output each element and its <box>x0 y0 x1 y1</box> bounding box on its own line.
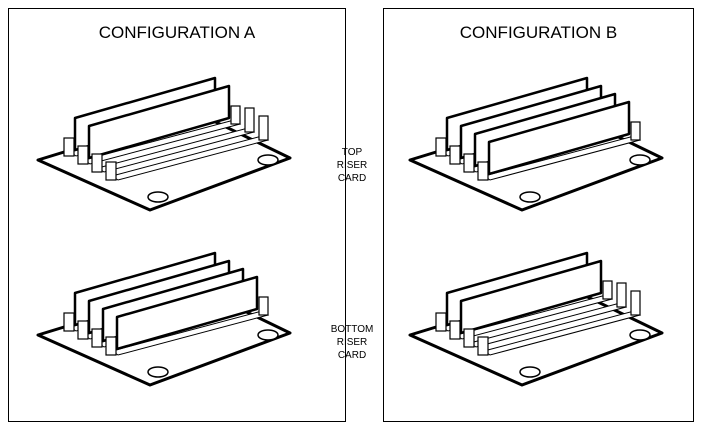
slot-latch <box>616 282 627 308</box>
mounting-hole <box>629 329 651 341</box>
slot-latch <box>63 312 75 332</box>
dimm-module <box>87 84 231 160</box>
config-a-bottom-riser-card <box>36 251 292 387</box>
slot-latch <box>258 115 269 141</box>
dimm-module <box>115 275 259 351</box>
slot-latch <box>435 312 447 332</box>
slot-latch <box>258 296 269 316</box>
slot-latch <box>63 137 75 157</box>
bottom-riser-card-label: BOTTOM RISER CARD <box>317 323 387 362</box>
mounting-hole <box>147 366 169 378</box>
slot-latch <box>477 161 489 181</box>
slot-latch <box>91 328 103 348</box>
label-line: BOTTOM <box>330 324 374 335</box>
configuration-b-panel: CONFIGURATION B <box>383 8 694 422</box>
config-b-bottom-riser-card <box>408 251 664 387</box>
dimm-module <box>487 100 631 176</box>
slot-latch <box>477 336 489 356</box>
top-riser-card-label: TOP RISER CARD <box>317 146 387 185</box>
slot-latch <box>630 290 641 316</box>
slot-latch <box>244 107 255 133</box>
slot-latch <box>105 336 117 356</box>
slot-latch <box>602 280 613 300</box>
slot-latch <box>230 105 241 125</box>
mounting-hole <box>519 366 541 378</box>
label-line: CARD <box>337 173 367 184</box>
mounting-hole <box>519 191 541 203</box>
slot-latch <box>630 121 641 141</box>
slot-latch <box>449 320 461 340</box>
slot-latch <box>105 161 117 181</box>
label-line: TOP <box>341 147 363 158</box>
slot-latch <box>435 137 447 157</box>
mounting-hole <box>257 329 279 341</box>
label-line: RISER <box>336 160 368 171</box>
slot-latch <box>463 153 475 173</box>
slot-latch <box>463 328 475 348</box>
dimm-module <box>459 259 603 335</box>
configuration-b-title: CONFIGURATION B <box>459 23 618 42</box>
mounting-hole <box>629 154 651 166</box>
slot-latch <box>77 145 89 165</box>
config-a-top-riser-card <box>36 76 292 212</box>
label-line: RISER <box>336 337 368 348</box>
configuration-a-panel: CONFIGURATION A <box>8 8 346 422</box>
configuration-a-title: CONFIGURATION A <box>98 23 256 42</box>
slot-latch <box>77 320 89 340</box>
mounting-hole <box>147 191 169 203</box>
mounting-hole <box>257 154 279 166</box>
slot-latch <box>449 145 461 165</box>
label-line: CARD <box>337 350 367 361</box>
config-b-top-riser-card <box>408 76 664 212</box>
slot-latch <box>91 153 103 173</box>
